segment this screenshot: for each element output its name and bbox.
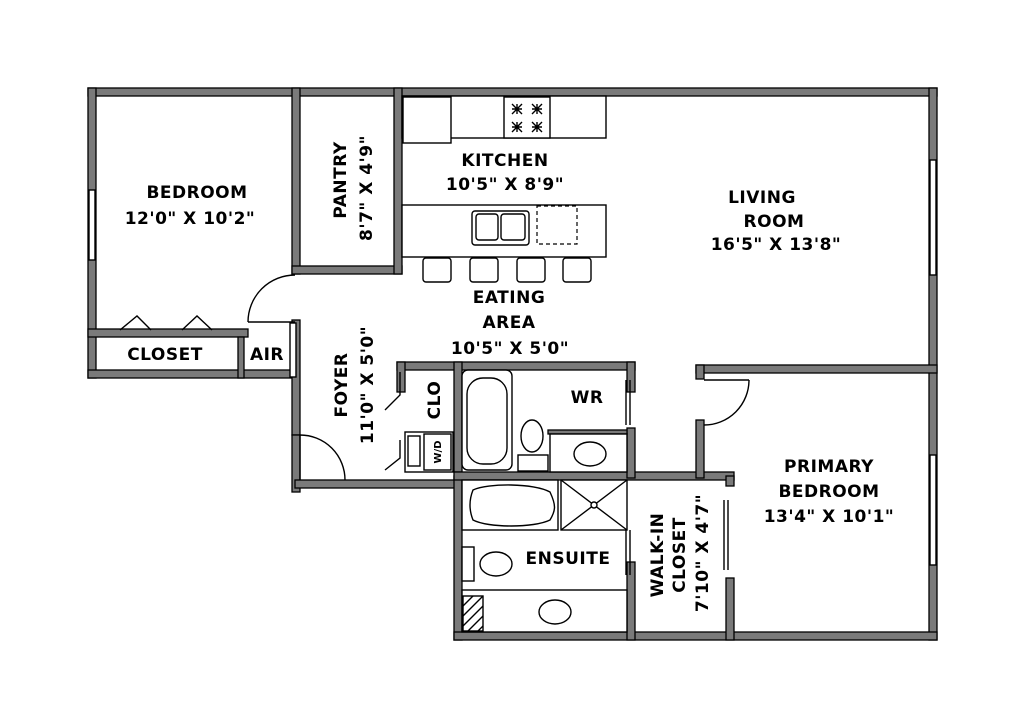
stove-icon — [503, 96, 551, 139]
closet-name: CLOSET — [127, 345, 203, 365]
living-name-line1: LIVING — [728, 188, 796, 208]
doors — [119, 274, 750, 575]
burner-icons — [511, 103, 543, 133]
bathtub-icon — [461, 369, 513, 471]
primary-name-line1: PRIMARY — [784, 457, 874, 477]
sink-icon — [538, 599, 572, 625]
kitchen-name: KITCHEN — [461, 151, 548, 171]
foyer-name: FOYER — [332, 353, 352, 418]
walkin-name-line1: WALK-IN — [648, 513, 668, 598]
laundry-fixtures — [404, 431, 454, 473]
refrigerator-icon — [402, 96, 452, 144]
bedroom-size: 12'0" X 10'2" — [125, 209, 256, 229]
wd-name: W/D — [433, 441, 444, 464]
walkin-name-line2: CLOSET — [670, 517, 690, 593]
primary-size: 13'4" X 10'1" — [764, 507, 895, 527]
kitchen-size: 10'5" X 8'9" — [446, 175, 564, 195]
wr-name: WR — [571, 388, 604, 408]
dishwasher-icon — [536, 205, 578, 245]
ensuite-fixtures — [461, 479, 628, 633]
eating-size: 10'5" X 5'0" — [451, 339, 569, 359]
living-size: 16'5" X 13'8" — [711, 235, 842, 255]
washer-dryer-icon — [423, 433, 452, 471]
sink-icon — [573, 441, 607, 467]
bar-stool-icons — [422, 257, 592, 283]
wr-fixtures — [461, 369, 628, 473]
room-labels: BEDROOM 12'0" X 10'2" PANTRY 8'7" X 4'9"… — [125, 135, 895, 612]
windows — [88, 159, 937, 566]
walkin-size: 7'10" X 4'7" — [693, 494, 713, 612]
foyer-size: 11'0" X 5'0" — [358, 326, 378, 444]
kitchen-fixtures — [401, 95, 607, 283]
eating-name-line2: AREA — [482, 313, 535, 333]
air-name: AIR — [250, 345, 284, 365]
bedroom-name: BEDROOM — [146, 183, 247, 203]
toilet-icon — [479, 551, 513, 577]
toilet-icon — [520, 419, 544, 453]
ensuite-name: ENSUITE — [526, 549, 611, 569]
pantry-name: PANTRY — [331, 141, 351, 219]
pantry-size: 8'7" X 4'9" — [357, 135, 377, 241]
living-name-line2: ROOM — [744, 212, 805, 232]
eating-name-line1: EATING — [473, 288, 546, 308]
clo-name: CLO — [425, 381, 445, 420]
primary-name-line2: BEDROOM — [778, 482, 879, 502]
